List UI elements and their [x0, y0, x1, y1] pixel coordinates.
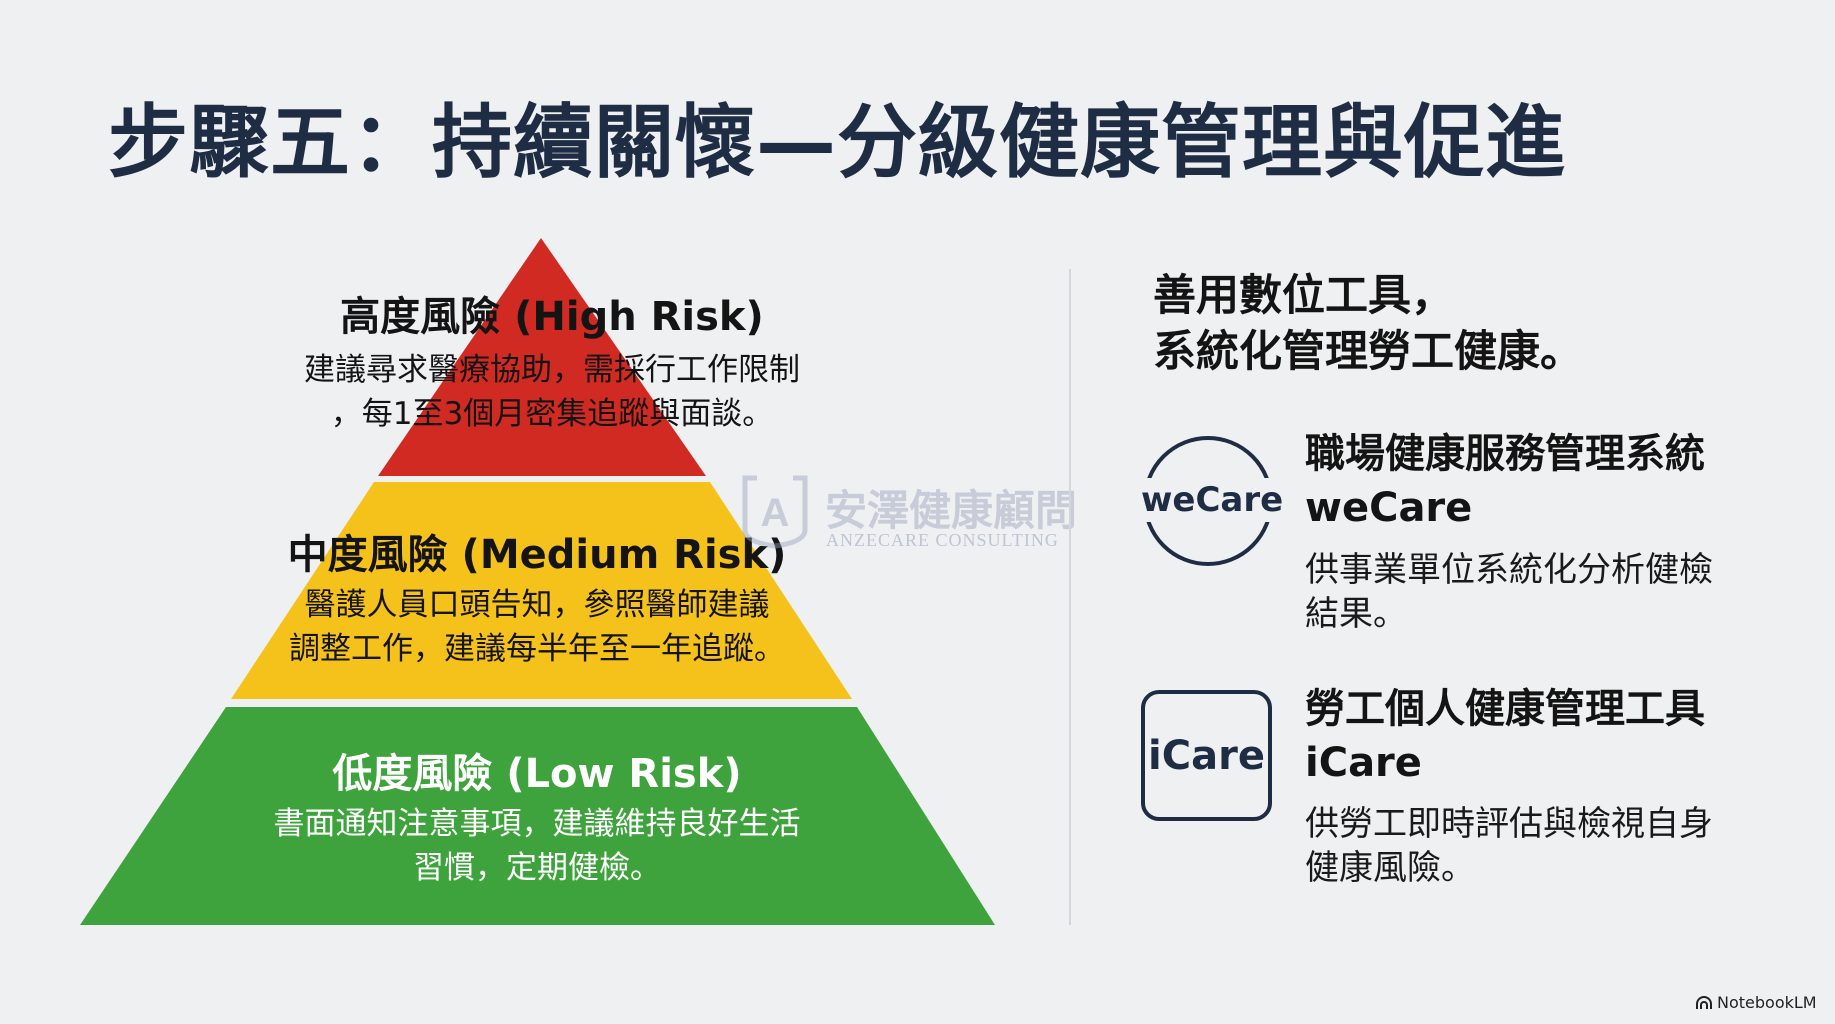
notebooklm-badge: NotebookLM [1695, 993, 1817, 1012]
medium-risk-line: 調整工作，建議每半年至一年追蹤。 [289, 631, 785, 667]
icare-logo-icon: iCare [1141, 690, 1272, 821]
high-risk-line: ，每1至3個月密集追蹤與面談。 [330, 396, 774, 432]
wecare-desc: 供事業單位系統化分析健檢 結果。 [1305, 548, 1713, 636]
notebooklm-label: NotebookLM [1717, 993, 1817, 1012]
tools-heading: 善用數位工具， 系統化管理勞工健康。 [1153, 268, 1583, 380]
icare-title-zh: 勞工個人健康管理工具 [1305, 686, 1705, 732]
wecare-title-zh: 職場健康服務管理系統 [1305, 431, 1705, 477]
notebooklm-icon [1696, 995, 1712, 1009]
low-risk-line: 書面通知注意事項，建議維持良好生活 [273, 806, 801, 842]
watermark-subtext: ANZECARE CONSULTING [826, 530, 1059, 550]
medium-risk-line: 醫護人員口頭告知，參照醫師建議 [304, 587, 770, 623]
pyramid-tier-high [378, 238, 706, 476]
wecare-name: weCare [1305, 485, 1473, 531]
page-title: 步驟五：持續關懷—分級健康管理與促進 [108, 96, 1566, 189]
watermark-logo-icon: A [742, 475, 808, 549]
wecare-desc-line: 結果。 [1305, 594, 1407, 634]
high-risk-line: 建議尋求醫療協助，需採行工作限制 [304, 352, 800, 388]
low-risk-title: 低度風險 (Low Risk) [332, 751, 742, 797]
icare-desc: 供勞工即時評估與檢視自身 健康風險。 [1305, 802, 1713, 890]
pyramid-tier-medium [231, 482, 852, 699]
wecare-logo-text: weCare [1141, 478, 1284, 522]
high-risk-title: 高度風險 (High Risk) [340, 294, 764, 340]
icare-desc-line: 健康風險。 [1305, 848, 1475, 888]
icare-desc-line: 供勞工即時評估與檢視自身 [1305, 804, 1713, 844]
high-risk-desc: 建議尋求醫療協助，需採行工作限制 ，每1至3個月密集追蹤與面談。 [202, 348, 902, 436]
tools-heading-line: 善用數位工具， [1153, 271, 1454, 321]
medium-risk-desc: 醫護人員口頭告知，參照醫師建議 調整工作，建議每半年至一年追蹤。 [187, 583, 887, 671]
wecare-desc-line: 供事業單位系統化分析健檢 [1305, 550, 1713, 590]
pyramid-tier-low [80, 707, 995, 925]
wecare-title: 職場健康服務管理系統 weCare [1305, 427, 1705, 535]
tools-heading-line: 系統化管理勞工健康。 [1153, 327, 1583, 377]
medium-risk-title: 中度風險 (Medium Risk) [287, 532, 787, 578]
svg-text:A: A [761, 491, 790, 535]
divider [1069, 269, 1071, 925]
icare-name: iCare [1305, 740, 1422, 786]
low-risk-line: 習慣，定期健檢。 [413, 850, 661, 886]
low-risk-desc: 書面通知注意事項，建議維持良好生活 習慣，定期健檢。 [187, 802, 887, 890]
icare-title: 勞工個人健康管理工具 iCare [1305, 682, 1705, 790]
watermark-text: 安澤健康顧問 [825, 486, 1078, 535]
